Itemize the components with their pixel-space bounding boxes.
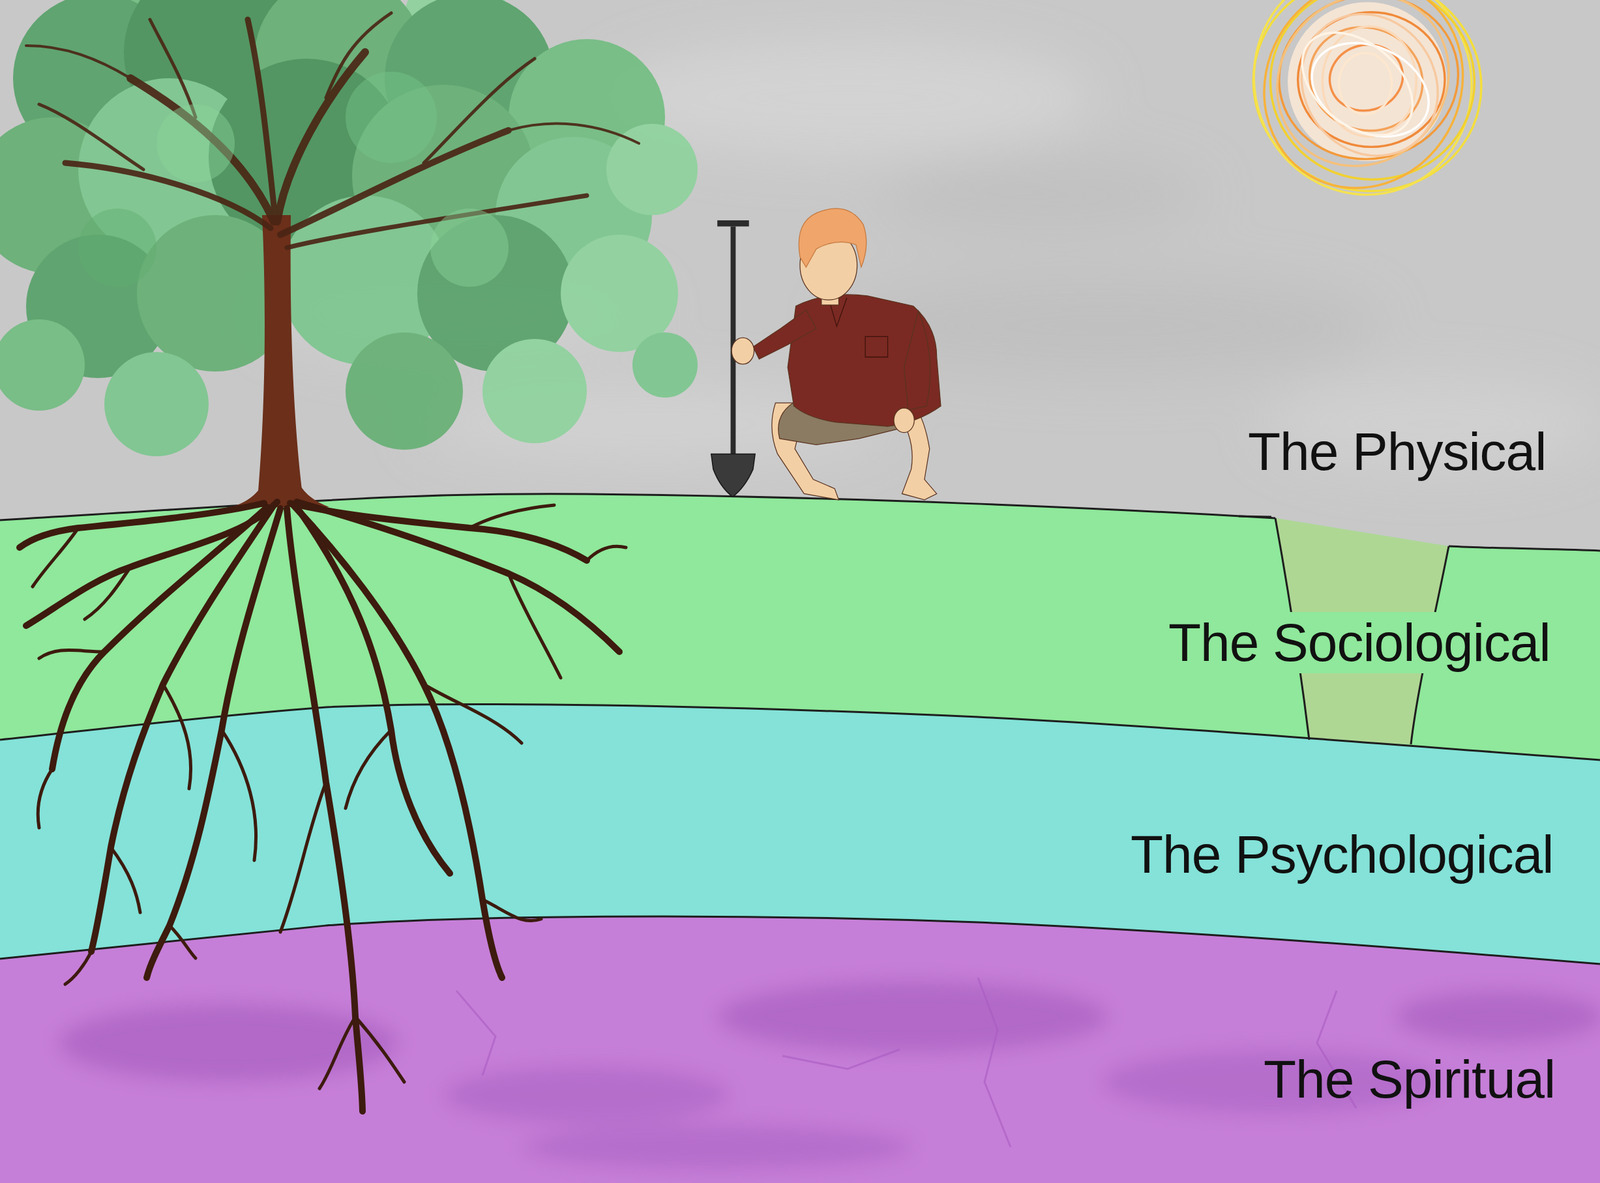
shovel: [711, 220, 756, 497]
purple-layer: [0, 916, 1600, 1183]
layer-label: The Sociological: [1165, 612, 1554, 674]
layer-band: The Physical: [1245, 421, 1550, 483]
layer-band: The Psychological: [1127, 824, 1557, 886]
layer-label: The Physical: [1245, 421, 1550, 483]
layer-label: The Spiritual: [1260, 1049, 1559, 1111]
tree-canopy: [0, 0, 698, 457]
sun: [1221, 0, 1504, 226]
ground-layers: [0, 494, 1600, 1183]
digger-figure: [711, 208, 941, 501]
tree-trunk: [26, 13, 639, 508]
sky: [0, 0, 1600, 587]
rock-cracks: [456, 977, 1357, 1148]
layer-band: The Sociological: [1165, 612, 1554, 674]
layer-band: The Spiritual: [1260, 1049, 1559, 1111]
layer-lines: [0, 494, 1600, 965]
layer-label: The Psychological: [1127, 824, 1557, 886]
tree-roots: [19, 502, 626, 1112]
rock-texture: [58, 981, 1600, 1171]
